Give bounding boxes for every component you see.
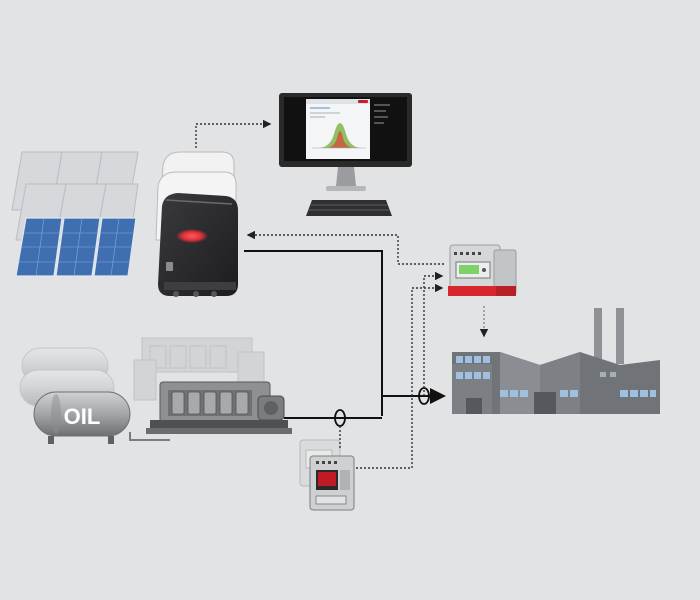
- inverter-led-indicator: [176, 229, 208, 243]
- keyboard-icon: [306, 200, 392, 216]
- communication-lines: [195, 119, 444, 469]
- meter-to-inverter-link: [246, 230, 444, 265]
- inverter-to-monitor-link: [195, 119, 272, 148]
- energy-meter-icon: [448, 244, 517, 296]
- inverter-icon: [155, 151, 238, 297]
- solar-panel-array-icon: [11, 151, 139, 277]
- controller-device-icon: [299, 439, 355, 511]
- computer-monitor-icon: [279, 93, 412, 191]
- controller-to-meter-link: [356, 283, 444, 469]
- fuel-line: [129, 432, 170, 441]
- oil-tank-label: OIL: [64, 404, 101, 429]
- diesel-generator-icon: [133, 337, 292, 434]
- oil-tank-icon: OIL: [19, 347, 131, 444]
- sensor-to-meter-link: [423, 271, 444, 396]
- power-lines: [244, 250, 446, 419]
- factory-icon: [452, 308, 660, 414]
- inverter-power-line: [244, 250, 383, 416]
